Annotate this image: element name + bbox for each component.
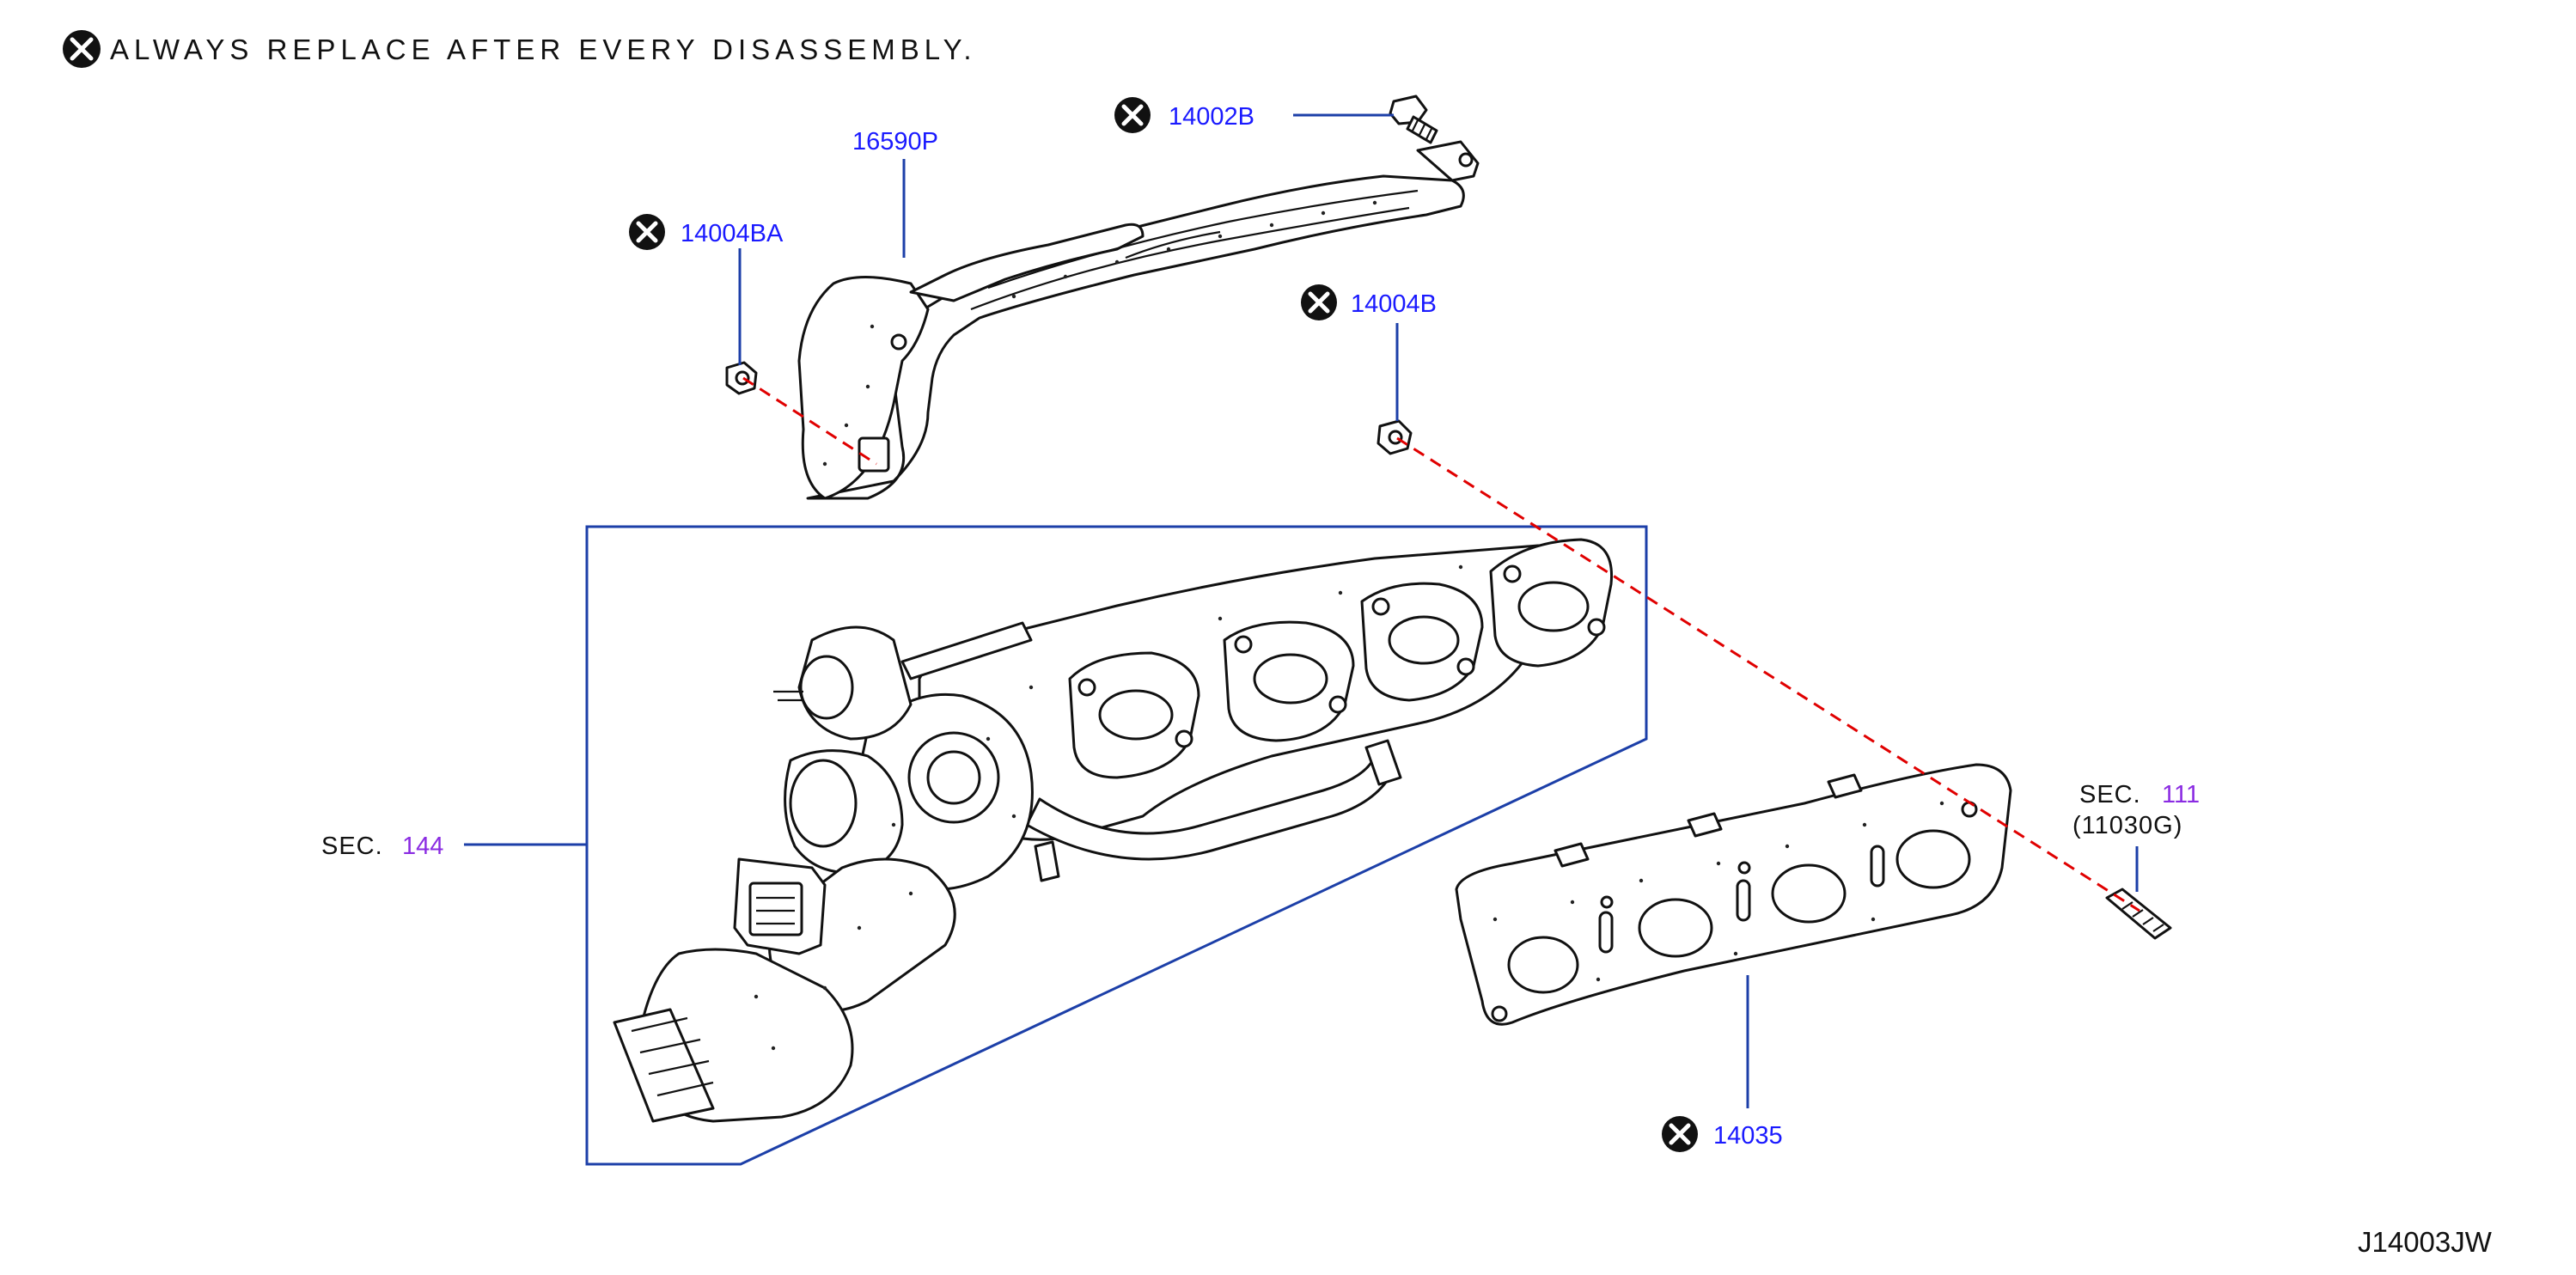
section-number: 111 (2162, 781, 2200, 808)
section-ref-144: SEC. 144 (321, 833, 443, 860)
diagram-code: J14003JW (2358, 1226, 2493, 1258)
heat-insulator-16590p (797, 140, 1480, 500)
fastener-path-14004ba (742, 376, 877, 466)
manifold-port-flange (1223, 620, 1355, 742)
section-prefix: SEC. (321, 833, 383, 860)
bolt-14002b (1389, 95, 1438, 144)
section-part-code: (11030G) (2072, 812, 2182, 839)
nut-14004ba (725, 361, 758, 395)
part-number-14004ba: 14004BA (681, 220, 784, 247)
fastener-path-14004b (1396, 436, 2140, 912)
sec144-frame (585, 525, 1648, 1166)
section-prefix: SEC. (2079, 781, 2141, 808)
nut-14004b (1377, 419, 1413, 455)
replace-note-text: ALWAYS REPLACE AFTER EVERY DISASSEMBLY. (110, 34, 977, 65)
manifold-port-flange (1489, 538, 1614, 668)
callout-14035: 14035 (1662, 1116, 1783, 1152)
part-number-14002b: 14002B (1169, 103, 1254, 131)
replace-x-icon (1114, 97, 1151, 133)
manifold-port-flange (1360, 582, 1484, 702)
callout-14002b: 14002B (1114, 97, 1254, 133)
callout-14004b: 14004B (1301, 284, 1437, 320)
replace-note: ALWAYS REPLACE AFTER EVERY DISASSEMBLY. (63, 30, 977, 68)
turbo-manifold-assembly (613, 538, 1614, 1123)
section-ref-111: SEC. 111 (11030G) (2072, 781, 2200, 839)
replace-x-icon (1301, 284, 1337, 320)
replace-x-icon (63, 30, 101, 68)
manifold-port-flange (1068, 651, 1200, 779)
part-number-14035: 14035 (1713, 1122, 1783, 1150)
replace-x-icon (629, 214, 665, 250)
gasket-14035 (1455, 763, 2012, 1026)
replace-x-icon (1662, 1116, 1698, 1152)
callout-14004ba: 14004BA (629, 214, 784, 250)
part-number-14004b: 14004B (1351, 290, 1437, 318)
callout-16590p: 16590P (852, 128, 938, 156)
part-number-16590p: 16590P (852, 128, 938, 156)
section-number: 144 (402, 833, 443, 860)
